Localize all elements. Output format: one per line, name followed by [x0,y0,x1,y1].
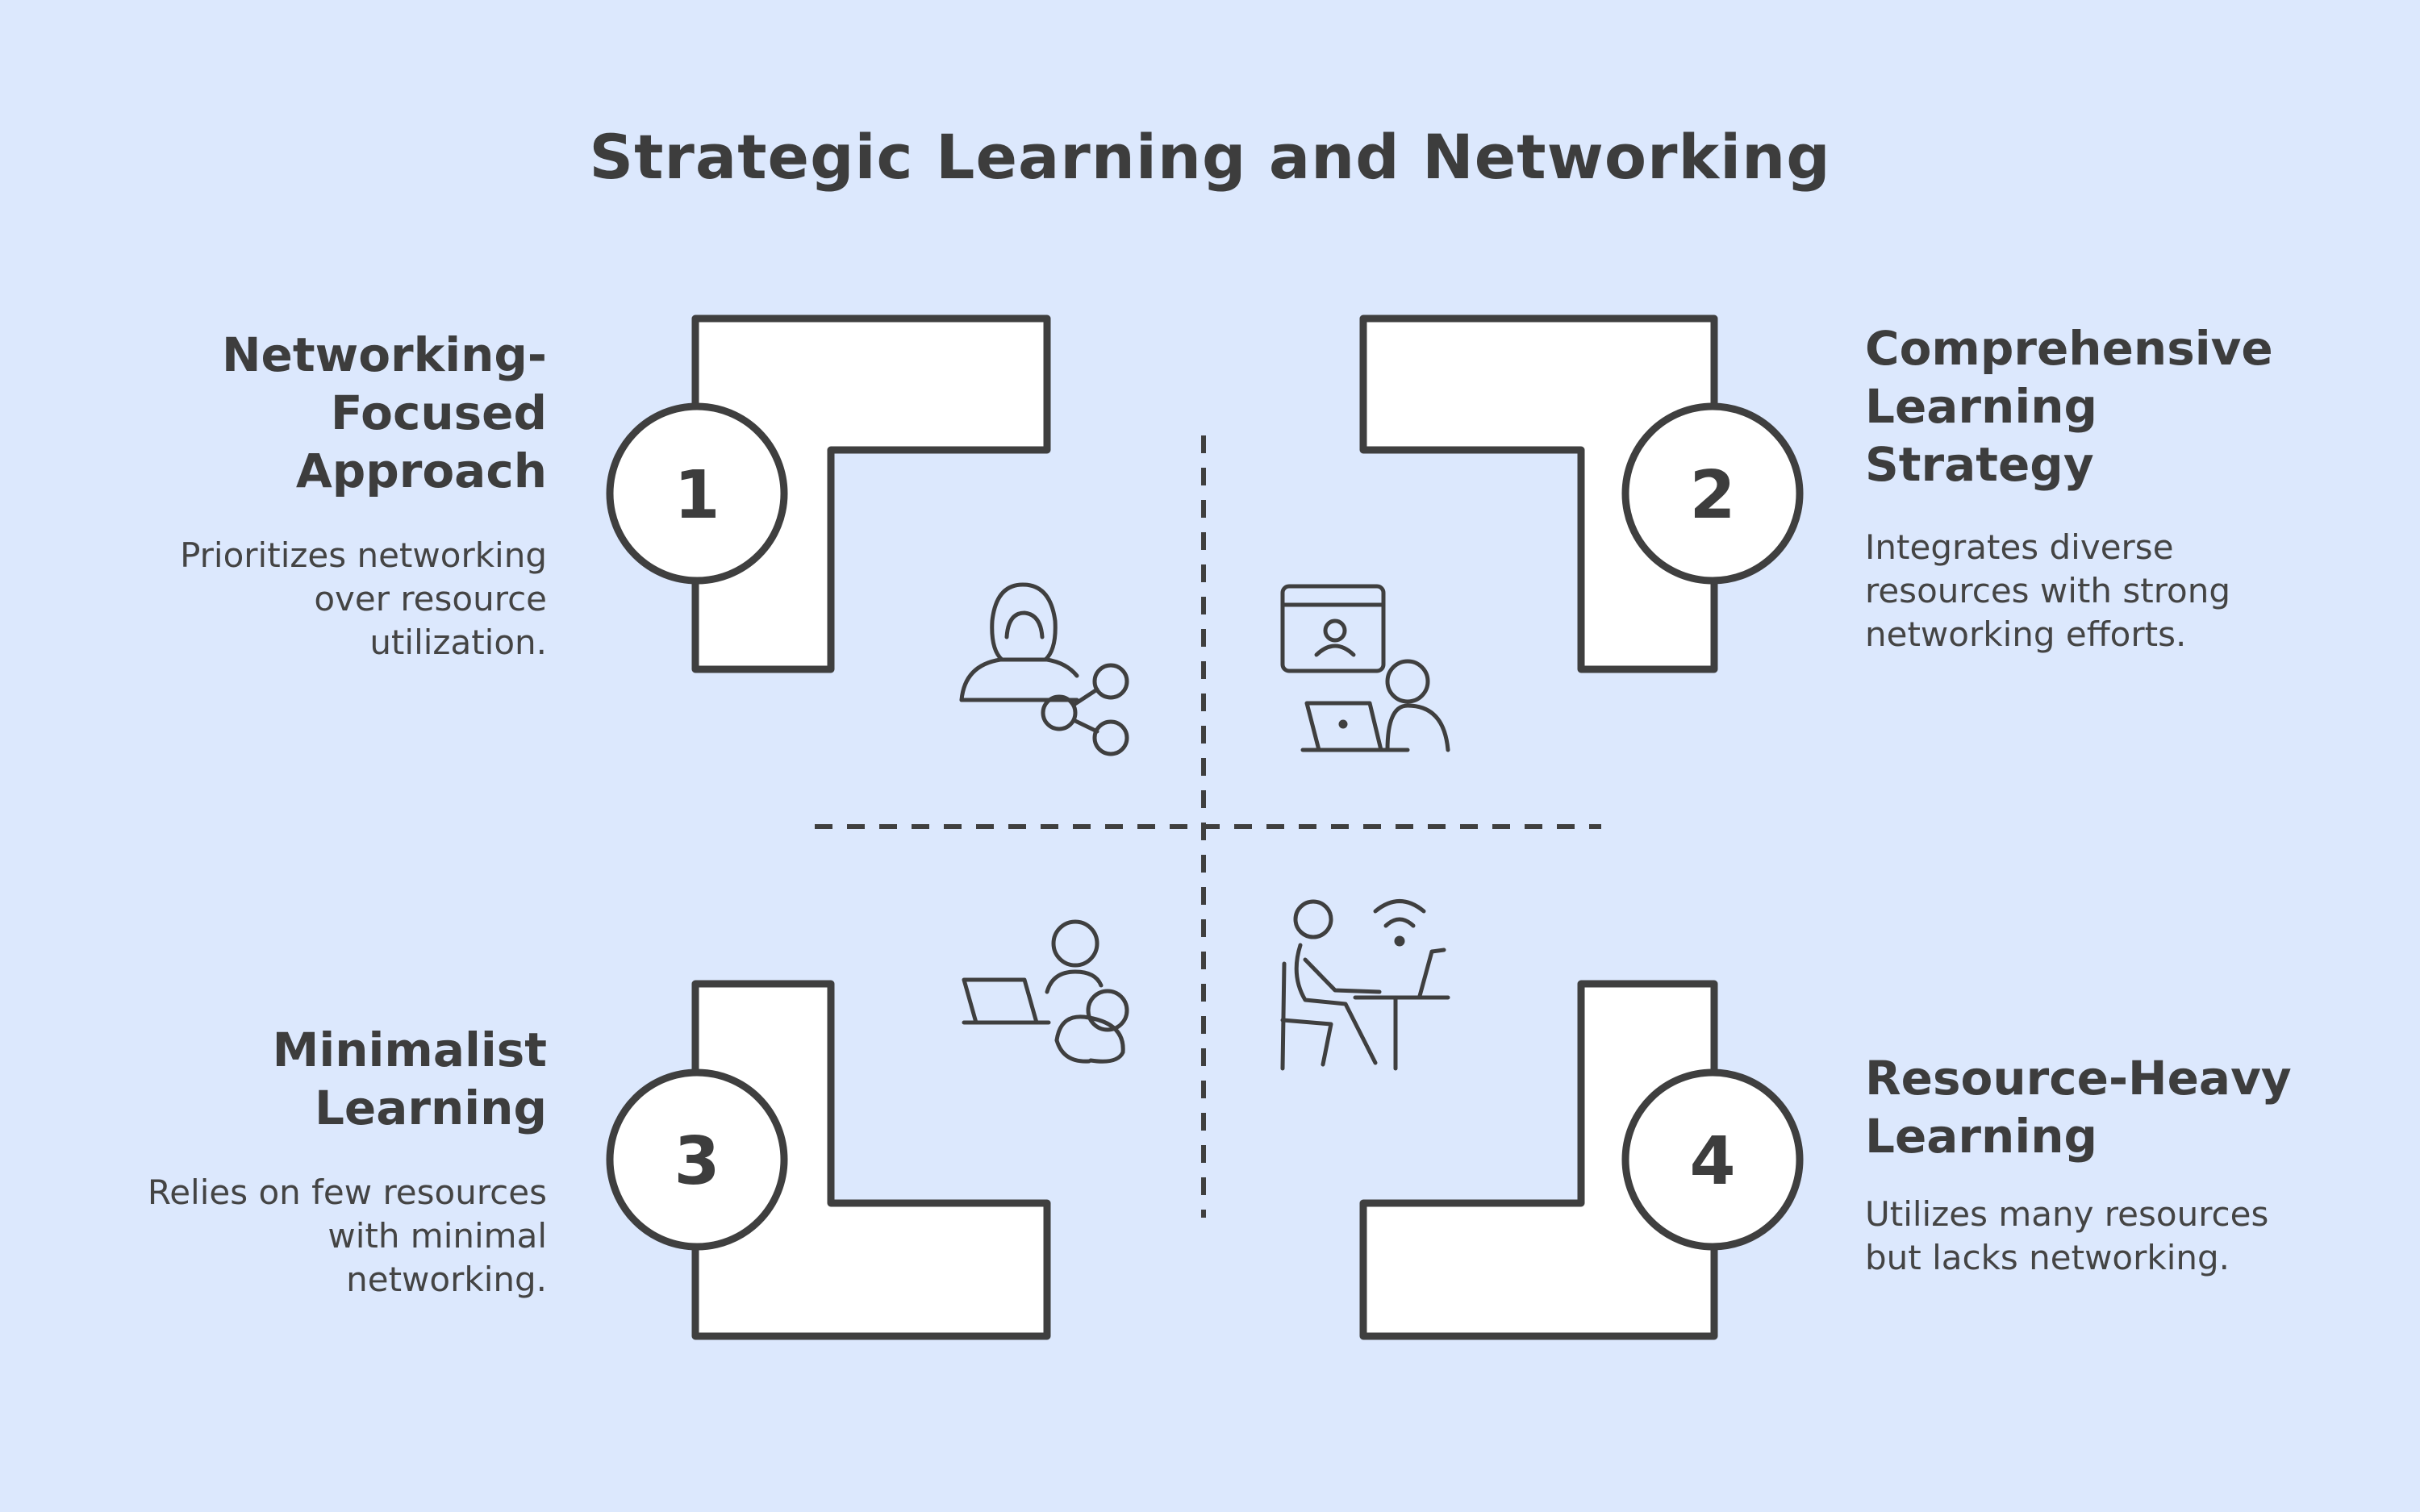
online-learning-icon [1280,584,1450,752]
diagram-title: Strategic Learning and Networking [589,121,1831,193]
quadrant-3-shape [691,980,1051,1340]
quadrant-2-number: 2 [1689,457,1735,534]
quadrant-2-title: Comprehensive Learning Strategy [1865,321,2273,492]
quadrant-4-title: Resource-Heavy Learning [1865,1051,2292,1164]
laptop-person-icon [962,919,1129,1064]
quadrant-4-number: 4 [1689,1123,1735,1200]
quadrant-1-number: 1 [674,457,720,534]
quadrant-1-badge: 1 [606,402,788,585]
wifi-desk-person-icon [1280,899,1450,1071]
quadrant-3-title: Minimalist Learning [272,1023,547,1135]
quadrant-2-badge: 2 [1621,402,1804,585]
quadrant-4-badge: 4 [1621,1068,1804,1251]
quadrant-4-description: Utilizes many resources but lacks networ… [1865,1194,2269,1277]
quadrant-3-number: 3 [674,1123,720,1200]
quadrant-2-shape [1359,314,1718,673]
quadrant-1-shape [691,314,1051,673]
quadrant-3-badge: 3 [606,1068,788,1251]
quadrant-4-shape [1359,980,1718,1340]
quadrant-1-description: Prioritizes networking over resource uti… [180,535,547,662]
quadrant-2-description: Integrates diverse resources with strong… [1865,527,2231,654]
networking-person-icon [959,582,1129,756]
quadrant-3-description: Relies on few resources with minimal net… [147,1173,547,1299]
quadrant-1-title: Networking- Focused Approach [222,327,547,498]
